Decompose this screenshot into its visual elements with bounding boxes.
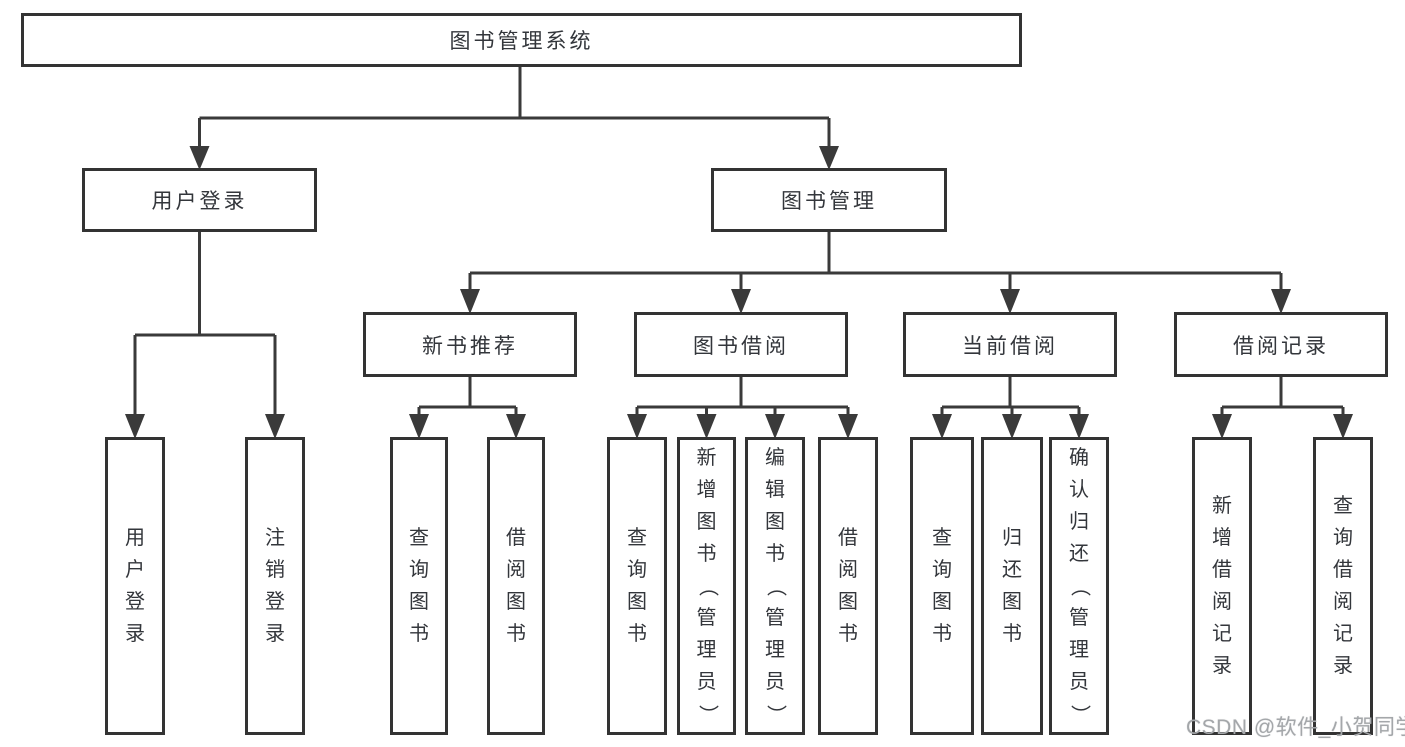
- branch-book-management-label: 图书管理: [781, 190, 877, 213]
- leaf-query-books-borrow: 查询图书: [607, 437, 667, 735]
- leaf-borrow-books-label: 借阅图书: [838, 526, 858, 645]
- leaf-borrow-books-recommend: 借阅图书: [487, 437, 545, 735]
- leaf-query-books-borrow-label: 查询图书: [627, 526, 647, 645]
- root-node: 图书管理系统: [21, 13, 1022, 67]
- branch-book-borrow: 图书借阅: [634, 312, 848, 377]
- branch-borrow-records-label: 借阅记录: [1233, 334, 1329, 358]
- csdn-watermark: CSDN @软件_小贺同学: [1186, 716, 1405, 739]
- branch-new-book-recommend-label: 新书推荐: [422, 334, 518, 358]
- branch-current-borrow-label: 当前借阅: [962, 334, 1058, 358]
- leaf-borrow-books: 借阅图书: [818, 437, 878, 735]
- leaf-query-borrow-record: 查询借阅记录: [1313, 437, 1373, 735]
- leaf-query-books-recommend-label: 查询图书: [409, 526, 429, 645]
- leaf-edit-book-admin: 编辑图书（管理员）: [745, 437, 805, 735]
- leaf-query-books-current: 查询图书: [910, 437, 974, 735]
- leaf-add-book-admin-label: 新增图书（管理员）: [696, 446, 718, 724]
- leaf-edit-book-admin-label: 编辑图书（管理员）: [764, 446, 787, 724]
- leaf-query-borrow-record-label: 查询借阅记录: [1333, 494, 1353, 677]
- leaf-add-book-admin: 新增图书（管理员）: [677, 437, 736, 735]
- branch-user-login: 用户登录: [82, 168, 317, 232]
- root-node-label: 图书管理系统: [449, 30, 594, 53]
- branch-user-login-label: 用户登录: [151, 190, 248, 213]
- leaf-return-books-label: 归还图书: [1002, 526, 1022, 645]
- leaf-add-borrow-record: 新增借阅记录: [1192, 437, 1252, 735]
- leaf-confirm-return-admin: 确认归还（管理员）: [1049, 437, 1109, 735]
- branch-book-management: 图书管理: [711, 168, 947, 232]
- leaf-logout: 注销登录: [245, 437, 305, 735]
- leaf-add-borrow-record-label: 新增借阅记录: [1212, 494, 1232, 677]
- leaf-borrow-books-recommend-label: 借阅图书: [506, 526, 526, 645]
- branch-borrow-records: 借阅记录: [1174, 312, 1388, 377]
- leaf-user-login: 用户登录: [105, 437, 165, 735]
- leaf-user-login-label: 用户登录: [125, 526, 145, 645]
- leaf-return-books: 归还图书: [981, 437, 1043, 735]
- leaf-logout-label: 注销登录: [265, 526, 285, 645]
- branch-new-book-recommend: 新书推荐: [363, 312, 577, 377]
- leaf-query-books-recommend: 查询图书: [390, 437, 448, 735]
- branch-current-borrow: 当前借阅: [903, 312, 1117, 377]
- leaf-query-books-current-label: 查询图书: [932, 526, 952, 645]
- leaf-confirm-return-admin-label: 确认归还（管理员）: [1068, 446, 1091, 724]
- branch-book-borrow-label: 图书借阅: [693, 334, 789, 358]
